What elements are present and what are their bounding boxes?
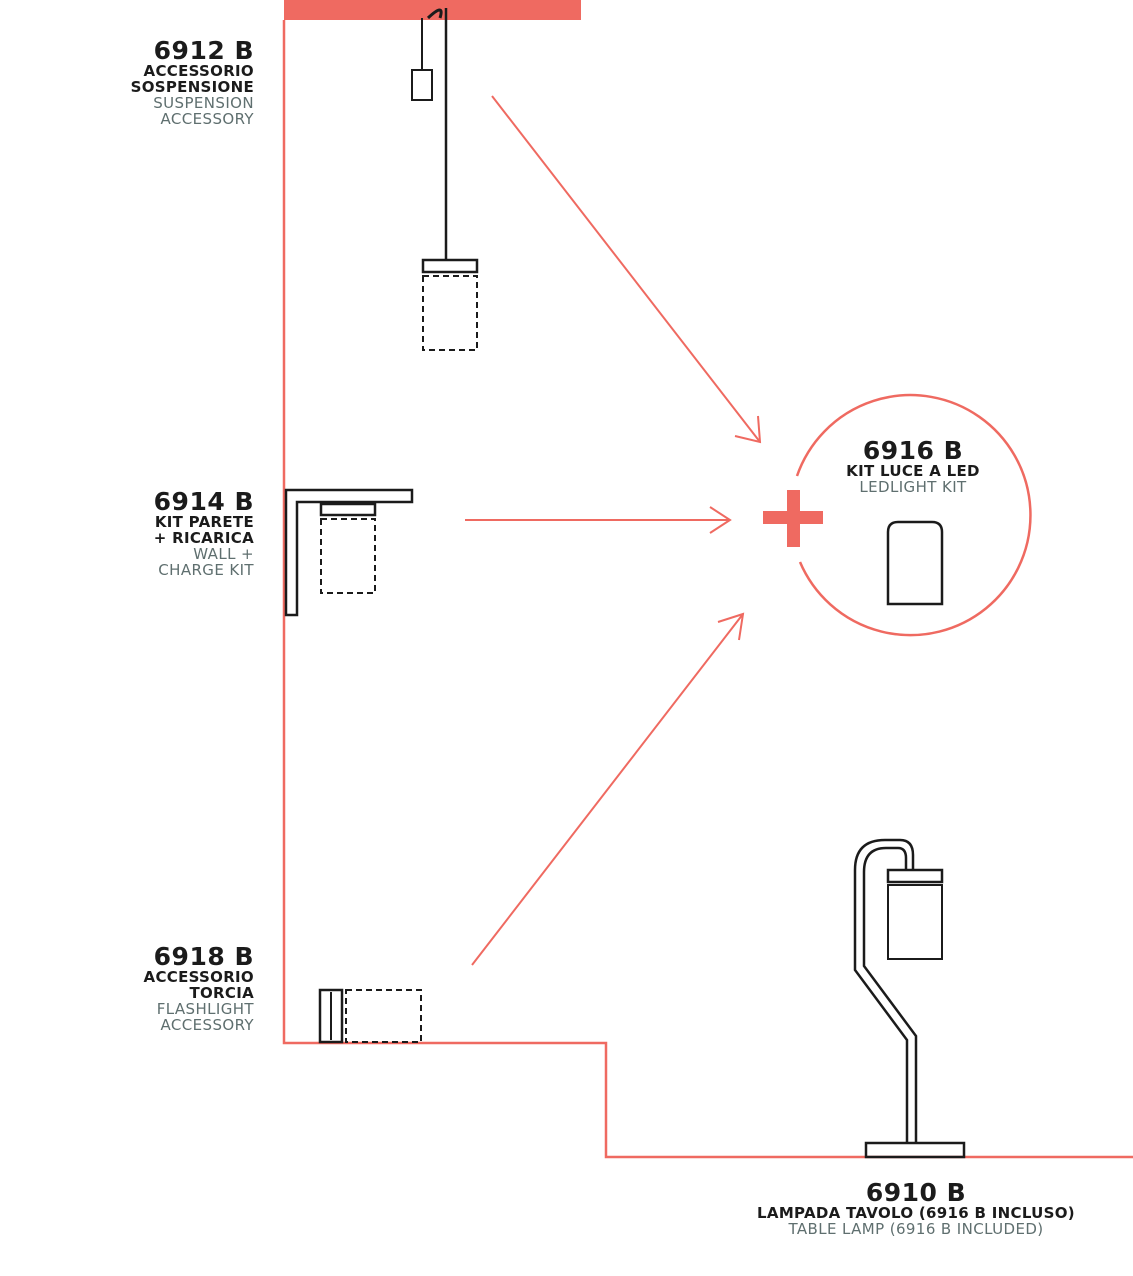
- en-line-2: CHARGE KIT: [158, 560, 254, 579]
- en-line-1: WALL +: [193, 544, 254, 563]
- led-kit-drawing: [886, 520, 944, 606]
- ceiling-bar: [284, 0, 581, 20]
- code-6910: 6910 B: [865, 1178, 967, 1207]
- it-line-1: KIT PARETE: [154, 513, 254, 532]
- led-kit-circle: [795, 393, 1032, 637]
- flashlight-drawing: [318, 988, 422, 1044]
- it-line-1: ACCESSORIO: [143, 62, 254, 81]
- en-line-1: LEDLIGHT KIT: [859, 478, 967, 496]
- plus-icon: [763, 490, 823, 547]
- en-line-1: TABLE LAMP (6916 B INCLUDED): [788, 1220, 1044, 1238]
- label-table-lamp: 6910 B LAMPADA TAVOLO (6916 B INCLUSO) T…: [716, 1178, 1116, 1238]
- wall-outline: [282, 20, 1133, 1159]
- arrowhead-suspension: [734, 415, 762, 444]
- code-6914: 6914 B: [153, 487, 254, 516]
- it-line-2: SOSPENSIONE: [130, 78, 254, 96]
- it-line-1: LAMPADA TAVOLO (6916 B INCLUSO): [757, 1204, 1075, 1223]
- arrow-flashlight: [471, 613, 744, 966]
- label-suspension: 6912 B ACCESSORIO SOSPENSIONE SUSPENSION…: [90, 36, 254, 128]
- arrowhead-flashlight: [717, 612, 745, 641]
- it-line-2: TORCIA: [189, 984, 254, 1002]
- label-flashlight: 6918 B ACCESSORIO TORCIA FLASHLIGHT ACCE…: [90, 942, 254, 1034]
- en-line-2: ACCESSORY: [160, 109, 254, 128]
- code-6912: 6912 B: [153, 36, 254, 65]
- en-line-1: FLASHLIGHT: [156, 999, 254, 1018]
- arrows: [465, 95, 762, 966]
- en-line-2: ACCESSORY: [160, 1015, 254, 1034]
- it-line-1: KIT LUCE A LED: [846, 462, 980, 481]
- suspension-drawing: [411, 8, 479, 351]
- label-led-kit: 6916 B KIT LUCE A LED LEDLIGHT KIT: [813, 436, 1013, 496]
- label-wall-kit: 6914 B KIT PARETE + RICARICA WALL + CHAR…: [90, 487, 254, 579]
- arrowhead-wall: [709, 506, 732, 534]
- code-6918: 6918 B: [153, 942, 254, 971]
- it-line-1: ACCESSORIO: [143, 968, 254, 987]
- it-line-2: + RICARICA: [153, 529, 254, 547]
- table-lamp-drawing: [853, 838, 966, 1159]
- arrow-suspension: [491, 95, 761, 443]
- code-6916: 6916 B: [862, 436, 964, 465]
- wall-kit-drawing: [284, 488, 414, 617]
- en-line-1: SUSPENSION: [153, 93, 254, 112]
